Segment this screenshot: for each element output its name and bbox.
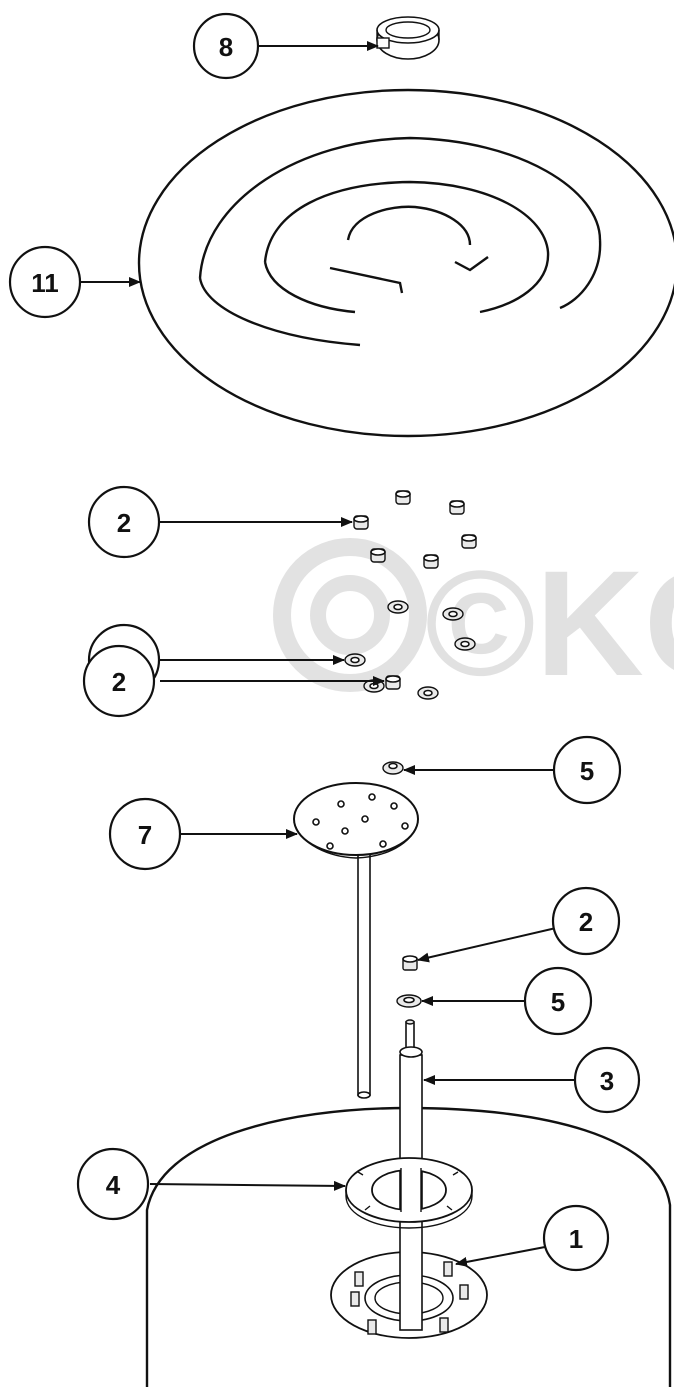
part-8-nut (376, 16, 440, 60)
hex-nut (423, 554, 439, 569)
callout-2c-label: 2 (579, 907, 593, 937)
callout-1-label: 1 (569, 1224, 583, 1254)
hex-nut (395, 490, 411, 505)
washer (344, 653, 366, 667)
callout-2a-label: 2 (117, 508, 131, 538)
part-5-upper-nut (382, 761, 404, 775)
part-2-nuts (353, 490, 477, 690)
hex-nut (353, 515, 369, 530)
hex-nut (461, 534, 477, 549)
washer (454, 637, 476, 651)
part-6-washers (344, 600, 476, 700)
leader-4 (149, 1180, 346, 1191)
watermark-text: ©KOM (425, 539, 674, 707)
callout-8-label: 8 (219, 32, 233, 62)
leader-2c (417, 927, 557, 963)
callout-2a: 2 (87, 485, 161, 559)
leader-1 (455, 1246, 546, 1267)
callout-2b-label: 2 (112, 667, 126, 697)
washer (442, 607, 464, 621)
part-7-plate (293, 782, 419, 1099)
watermark: ©KOM (273, 538, 674, 707)
part-4-gasket (345, 1157, 473, 1229)
callout-5a-label: 5 (580, 756, 594, 786)
leader-lines (80, 41, 576, 1267)
callout-7: 7 (108, 797, 182, 871)
hex-nut (449, 500, 465, 515)
callout-8: 8 (192, 12, 260, 80)
callout-11-label: 11 (31, 268, 59, 298)
part-2-lower-nut (402, 955, 418, 971)
callout-2b-visible: 2 (82, 644, 156, 718)
washer (387, 600, 409, 614)
callout-2c: 2 (551, 886, 621, 956)
callout-3: 3 (573, 1046, 641, 1114)
callout-7-label: 7 (138, 820, 152, 850)
callout-4-label: 4 (106, 1170, 121, 1200)
part-5-lower-washer (396, 994, 422, 1008)
part-11-coil (137, 88, 674, 438)
hex-nut (385, 675, 401, 690)
callout-5a: 5 (552, 735, 622, 805)
callout-5b-label: 5 (551, 987, 565, 1017)
callout-11: 11 (8, 245, 82, 319)
callout-3-label: 3 (600, 1066, 614, 1096)
washer (417, 686, 439, 700)
callout-1: 1 (542, 1204, 610, 1272)
callout-4: 4 (76, 1147, 150, 1221)
hex-nut (370, 548, 386, 563)
callout-5b: 5 (523, 966, 593, 1036)
